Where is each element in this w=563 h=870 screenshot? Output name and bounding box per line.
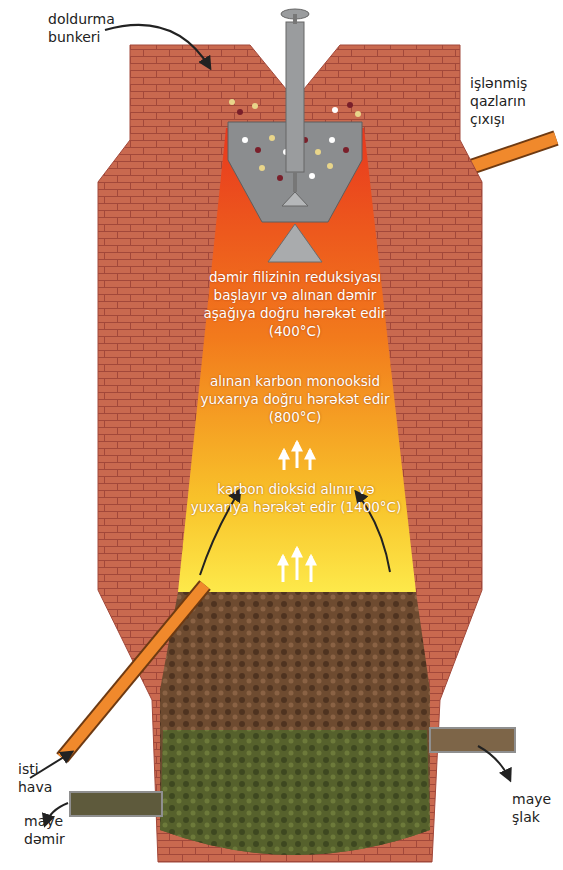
- part-label: maye şlak: [512, 790, 556, 826]
- process-note: alınan karbon monooksid yuxarıya doğru h…: [186, 372, 404, 426]
- process-note: karbon dioksid alınır və yuxarıya hərəkə…: [190, 480, 402, 516]
- process-note: dəmir filizinin reduksiyası başlayır və …: [188, 268, 402, 340]
- part-label: işlənmiş qazların çıxışı: [470, 74, 548, 128]
- part-label: maye dəmir: [24, 812, 76, 848]
- part-label: doldurma bunkeri: [48, 10, 143, 46]
- part-label: isti hava: [18, 760, 62, 796]
